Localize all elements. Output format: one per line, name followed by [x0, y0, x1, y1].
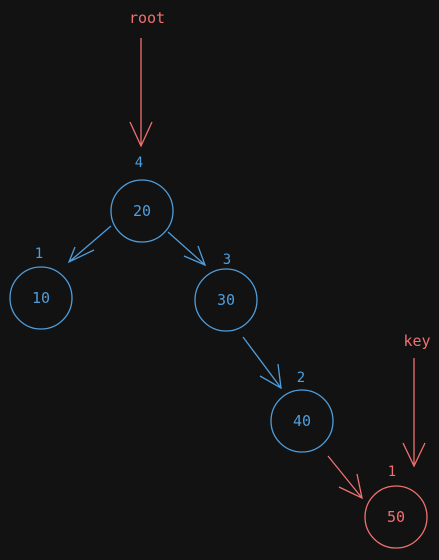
- tree-node-20: 20 4: [110, 155, 174, 243]
- key-pointer-arrowhead: [402, 442, 426, 468]
- key-pointer: key: [402, 332, 431, 468]
- tree-node-50: 50 1: [364, 464, 428, 549]
- node-value: 40: [293, 412, 311, 430]
- node-height: 3: [223, 252, 231, 268]
- edge-30-40: [242, 336, 282, 390]
- node-circle: [270, 389, 334, 453]
- node-height: 1: [388, 464, 396, 480]
- tree-node-40: 40 2: [270, 370, 334, 453]
- node-value: 30: [217, 291, 235, 309]
- edge-20-30: [167, 231, 207, 267]
- root-pointer-arrowhead: [129, 121, 153, 148]
- root-pointer: root: [129, 9, 165, 148]
- root-pointer-label: root: [129, 9, 165, 27]
- node-circle: [9, 266, 73, 330]
- tree-node-10: 10 1: [9, 246, 73, 330]
- node-circle: [194, 268, 258, 332]
- edge-20-10: [67, 225, 112, 264]
- node-value: 50: [387, 508, 405, 526]
- node-height: 2: [297, 370, 305, 386]
- node-height: 4: [135, 155, 143, 171]
- node-value: 10: [32, 289, 50, 307]
- tree-node-30: 30 3: [194, 252, 258, 332]
- node-circle: [110, 179, 174, 243]
- node-height: 1: [35, 246, 43, 262]
- node-value: 20: [133, 202, 151, 220]
- key-pointer-label: key: [403, 332, 430, 350]
- node-circle: [364, 485, 428, 549]
- edge-40-50: [327, 455, 363, 500]
